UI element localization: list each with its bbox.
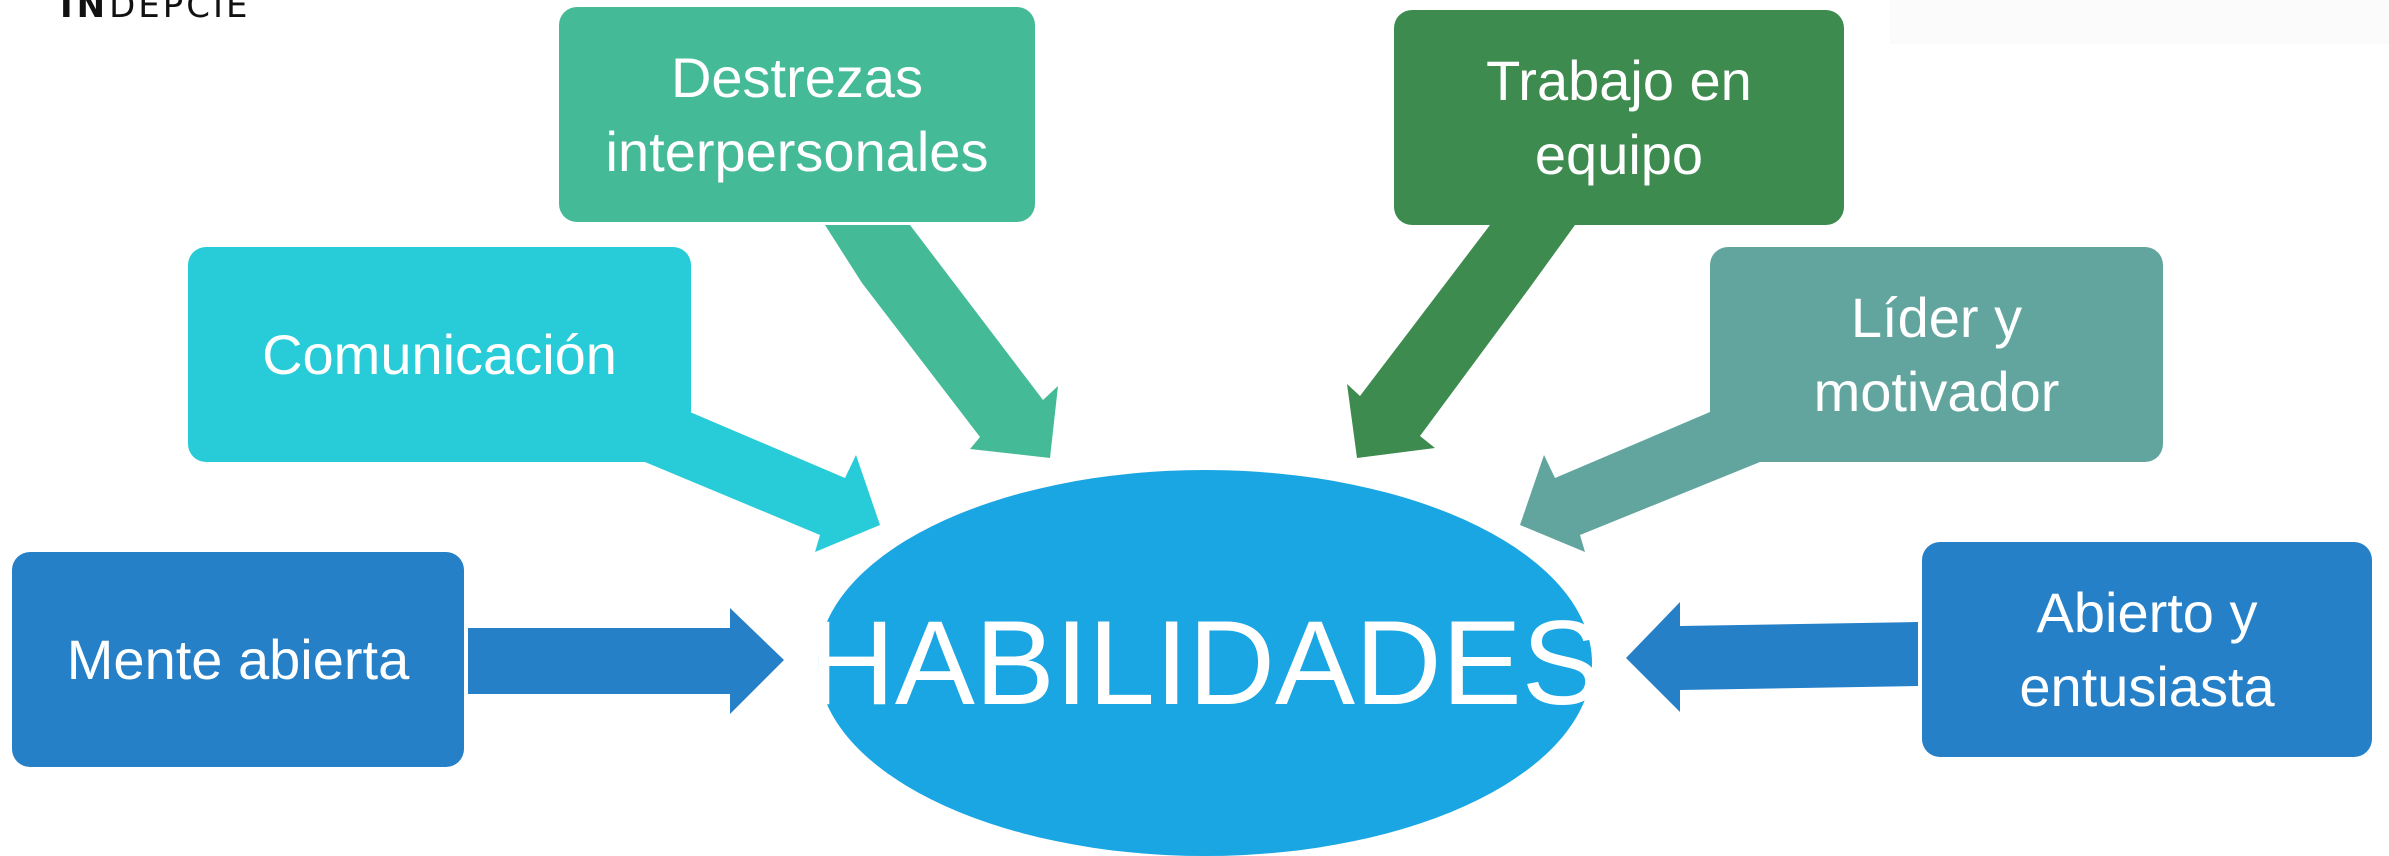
node-label: Mente abierta — [66, 627, 410, 691]
arrow-abierto-entusiasta — [1626, 602, 1918, 712]
logo-rest: DEPCIE — [109, 0, 251, 26]
node-mente-abierta: Mente abierta — [12, 552, 464, 767]
arrow-lider-motivador — [1520, 412, 1760, 552]
arrow-destrezas — [825, 225, 1058, 458]
node-label: Comunicación — [262, 322, 617, 386]
logo-bold: IN — [60, 0, 110, 26]
node-label: Abierto y entusiasta — [2019, 580, 2275, 718]
node-label: Destrezas interpersonales — [605, 45, 989, 183]
arrow-mente-abierta — [468, 608, 784, 714]
arrow-comunicacion — [645, 412, 880, 552]
center-label: HABILIDADES — [808, 596, 1602, 730]
corner-panel — [1890, 0, 2389, 44]
brand-logo: INDEPCIE — [60, 0, 251, 26]
node-destrezas-interpersonales: Destrezas interpersonales — [559, 7, 1035, 222]
node-comunicacion: Comunicación — [188, 247, 691, 462]
node-label: Trabajo en equipo — [1486, 48, 1752, 186]
center-ellipse: HABILIDADES — [808, 470, 1602, 856]
node-lider-y-motivador: Líder y motivador — [1710, 247, 2163, 462]
node-label: Líder y motivador — [1813, 285, 2060, 423]
arrow-trabajo — [1347, 225, 1575, 458]
node-abierto-y-entusiasta: Abierto y entusiasta — [1922, 542, 2372, 757]
node-trabajo-en-equipo: Trabajo en equipo — [1394, 10, 1844, 225]
